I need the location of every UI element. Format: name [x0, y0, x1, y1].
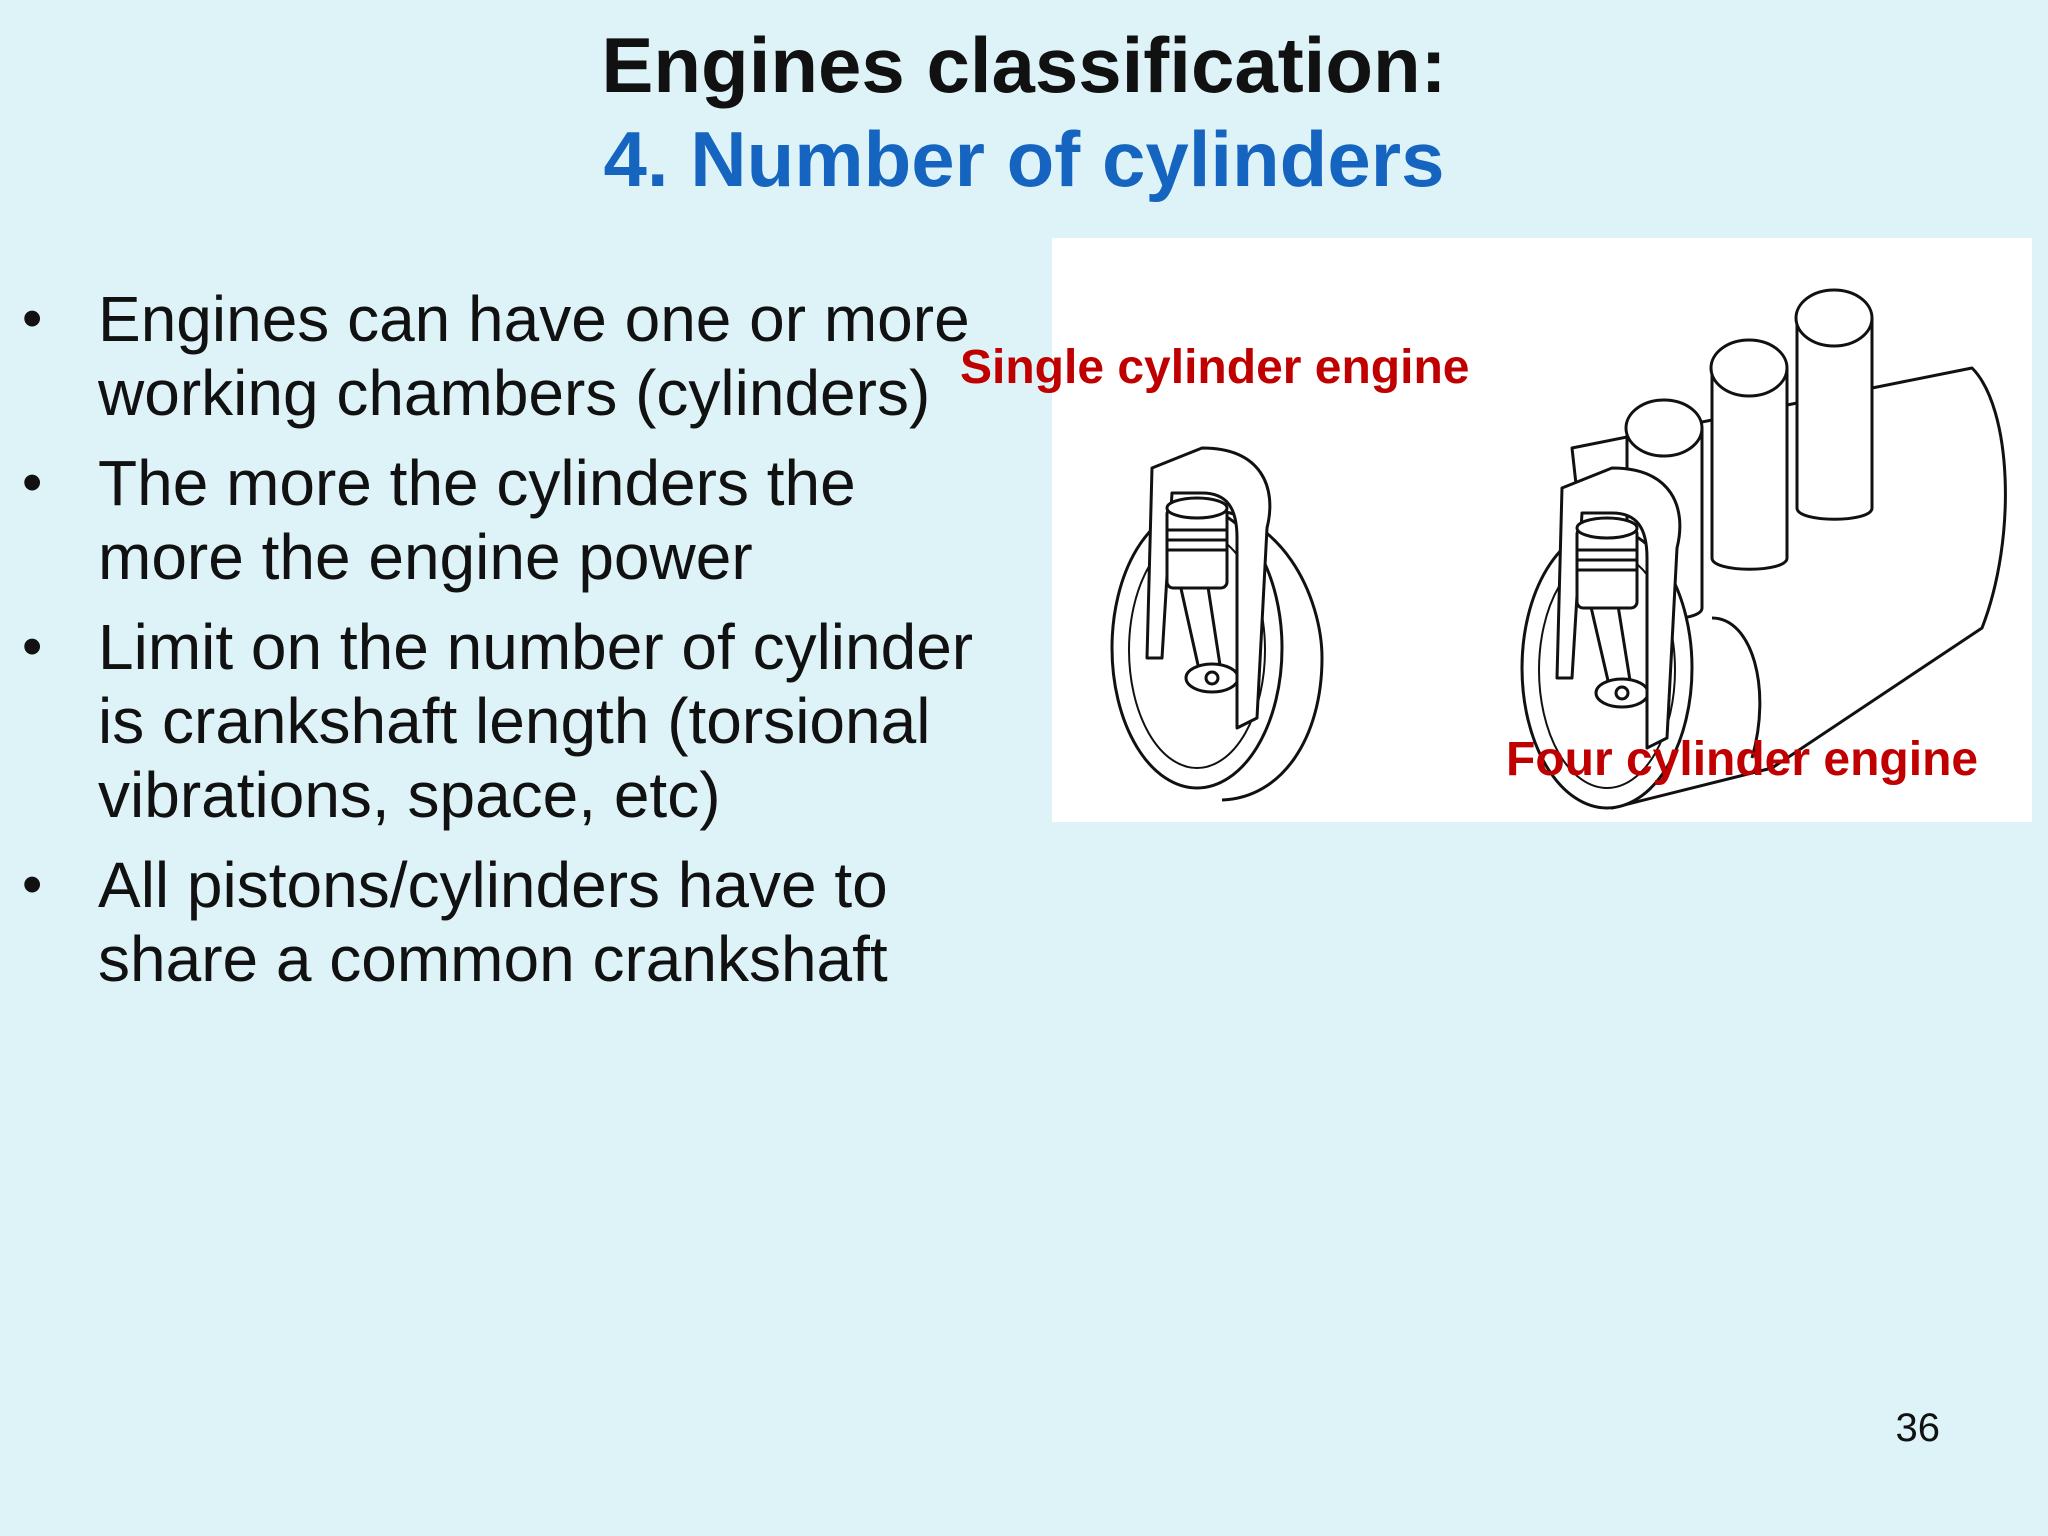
engine-illustration [1052, 238, 2032, 822]
bullet-text: The more the cylinders the more the engi… [98, 447, 856, 593]
bullet-item: • The more the cylinders the more the en… [22, 446, 982, 594]
bullet-marker: • [22, 450, 43, 515]
bullet-text: All pistons/cylinders have to share a co… [98, 849, 888, 995]
single-cylinder-drawing [1110, 446, 1324, 802]
four-cylinder-label: Four cylinder engine [1506, 733, 1979, 786]
bullet-list: • Engines can have one or more working c… [22, 282, 982, 1012]
bullet-item: • All pistons/cylinders have to share a … [22, 848, 982, 996]
engine-drawing [1110, 288, 2007, 810]
bullet-marker: • [22, 286, 43, 351]
slide-title: Engines classification: [601, 21, 1447, 109]
bullet-marker: • [22, 852, 43, 917]
page-number: 36 [1895, 1406, 1941, 1450]
bullet-marker: • [22, 614, 43, 679]
four-cylinder-drawing [1520, 288, 2007, 810]
slide-subtitle: 4. Number of cylinders [603, 115, 1445, 203]
bullet-text: Engines can have one or more working cha… [98, 283, 970, 429]
slide-header: Engines classification: 4. Number of cyl… [0, 18, 2048, 206]
bullet-item: • Limit on the number of cylinder is cra… [22, 610, 982, 832]
bullet-item: • Engines can have one or more working c… [22, 282, 982, 430]
bullet-text: Limit on the number of cylinder is crank… [98, 611, 974, 831]
single-cylinder-label: Single cylinder engine [960, 341, 1470, 394]
